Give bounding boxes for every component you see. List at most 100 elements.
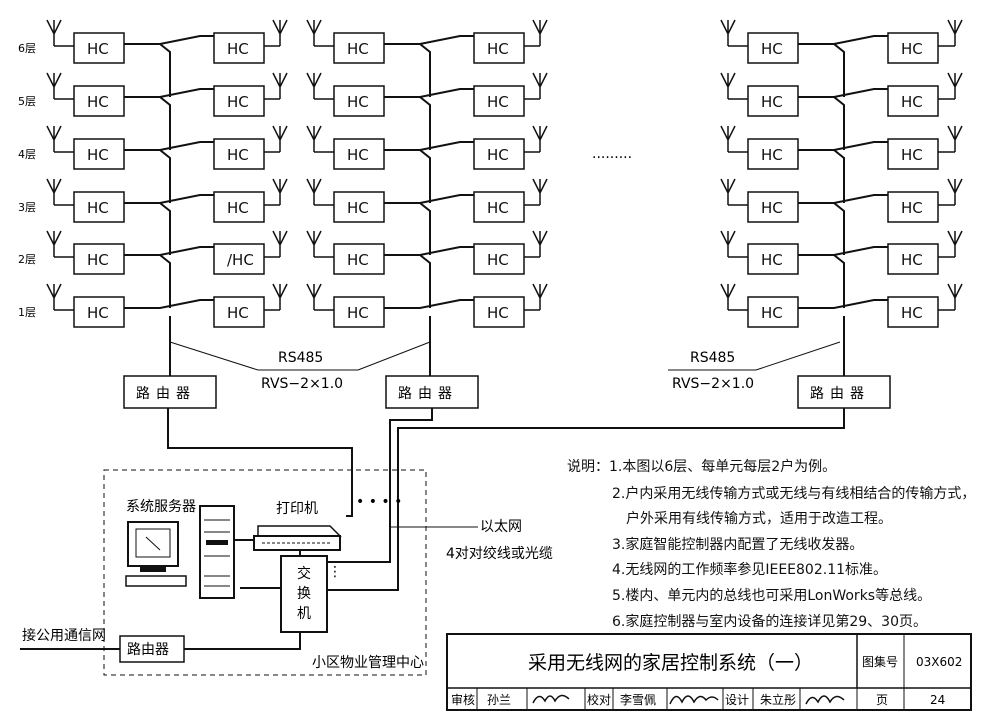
bus-line xyxy=(798,88,888,98)
hc-label: HC xyxy=(227,304,249,322)
floor-label: 5层 xyxy=(18,95,36,108)
hc-controller-box xyxy=(333,85,385,117)
bus-pointer-2 xyxy=(755,341,841,371)
antenna-icon xyxy=(306,283,322,310)
hc-label: HC xyxy=(347,251,369,269)
hc-label: HC xyxy=(761,93,783,111)
hc-controller-box xyxy=(213,85,265,117)
hc-controller-box xyxy=(473,138,525,170)
hc-controller-box xyxy=(747,243,799,275)
hc-controller-box xyxy=(213,243,265,275)
note-line: 6.家庭控制器与室内设备的连接详见第29、30页。 xyxy=(612,613,927,630)
bus-pointer-1a xyxy=(169,341,259,371)
hc-label: HC xyxy=(761,251,783,269)
server-icon: 系统服务器 xyxy=(125,499,235,599)
rs485-label-2: RS485 xyxy=(690,350,735,366)
hc-label: HC xyxy=(487,93,509,111)
hc-controller-box xyxy=(887,243,939,275)
svg-text:路由器: 路由器 xyxy=(136,386,196,402)
antenna-icon xyxy=(306,19,322,46)
hc-controller-box xyxy=(747,138,799,170)
antenna-icon xyxy=(720,178,736,205)
hc-controller-box xyxy=(887,296,939,328)
switch-label-char: 机 xyxy=(297,606,311,622)
router-3: 路由器 xyxy=(797,375,891,409)
antenna-icon xyxy=(532,283,548,310)
antenna-icon xyxy=(720,125,736,152)
hc-controller-box xyxy=(747,191,799,223)
bus-line xyxy=(124,194,214,204)
bus-line xyxy=(798,299,888,309)
review-label: 审核 xyxy=(451,692,475,707)
hc-controller-box xyxy=(747,32,799,64)
checker: 李雪佩 xyxy=(620,692,656,707)
antenna-icon xyxy=(46,125,62,152)
designer: 朱立彤 xyxy=(760,692,796,707)
hc-controller-box xyxy=(747,85,799,117)
ethernet-label: 以太网 xyxy=(480,519,522,535)
floor-label: 3层 xyxy=(18,201,36,214)
page-number: 24 xyxy=(930,693,945,707)
floor-label: 2层 xyxy=(18,253,36,266)
hc-label: HC xyxy=(487,304,509,322)
antenna-icon xyxy=(272,283,288,310)
router-switch-link xyxy=(184,632,301,650)
hc-controller-box xyxy=(333,243,385,275)
checker-signature xyxy=(669,695,719,705)
note-line: 户外采用有线传输方式，适用于改造工程。 xyxy=(626,510,892,527)
bus-line xyxy=(384,299,474,309)
hc-controller-box xyxy=(213,191,265,223)
antenna-icon xyxy=(306,178,322,205)
bus-line xyxy=(798,246,888,256)
hc-controller-box xyxy=(213,296,265,328)
notes: 说明：1.本图以6层、每单元每层2户为例。2.户内采用无线传输方式或无线与有线相… xyxy=(567,458,975,630)
bus-line xyxy=(798,35,888,45)
bus-line xyxy=(384,88,474,98)
hc-label: HC xyxy=(87,40,109,58)
hc-controller-box xyxy=(473,243,525,275)
dots-1: • • • • xyxy=(356,494,402,510)
hc-controller-box xyxy=(473,32,525,64)
hc-controller-box xyxy=(213,32,265,64)
check-label: 校对 xyxy=(587,692,611,707)
hc-label: HC xyxy=(87,251,109,269)
hc-label: HC xyxy=(761,199,783,217)
antenna-icon xyxy=(532,125,548,152)
rvs-label-1: RVS−2×1.0 xyxy=(261,376,343,392)
antenna-icon xyxy=(272,178,288,205)
note-line: 4.无线网的工作频率参见IEEE802.11标准。 xyxy=(612,561,887,578)
floor-label: 4层 xyxy=(18,148,36,161)
hc-controller-box xyxy=(887,138,939,170)
antenna-icon xyxy=(947,72,963,99)
switch-label-char: 交 xyxy=(297,565,311,582)
atlas-no-label: 图集号 xyxy=(862,654,898,669)
hc-label: HC xyxy=(227,146,249,164)
dots-2: ⋮ xyxy=(328,564,342,580)
hc-label: HC xyxy=(347,93,369,111)
bus-line xyxy=(384,141,474,151)
router-1: 路由器 xyxy=(123,375,217,409)
antenna-icon xyxy=(720,72,736,99)
svg-text:路由器: 路由器 xyxy=(127,642,169,658)
hc-label: HC xyxy=(347,304,369,322)
hc-label: HC xyxy=(901,199,923,217)
hc-controller-box xyxy=(473,191,525,223)
svg-text:打印机: 打印机 xyxy=(276,500,318,517)
printer-icon: 打印机 xyxy=(253,500,342,551)
antenna-icon xyxy=(532,178,548,205)
public-router: 路由器 xyxy=(119,635,185,663)
antenna-icon xyxy=(272,230,288,257)
hc-label: HC xyxy=(227,199,249,217)
hc-label: HC xyxy=(487,40,509,58)
hc-label: HC xyxy=(87,146,109,164)
rvs-label-2: RVS−2×1.0 xyxy=(672,376,754,392)
center-name: 小区物业管理中心 xyxy=(312,655,424,671)
note-line: 2.户内采用无线传输方式或无线与有线相结合的传输方式， xyxy=(612,485,975,502)
hc-label: HC xyxy=(901,304,923,322)
hc-label: HC xyxy=(347,199,369,217)
antenna-icon xyxy=(272,72,288,99)
svg-text:系统服务器: 系统服务器 xyxy=(126,499,196,515)
hc-label: HC xyxy=(901,251,923,269)
reviewer-signature xyxy=(532,694,570,704)
